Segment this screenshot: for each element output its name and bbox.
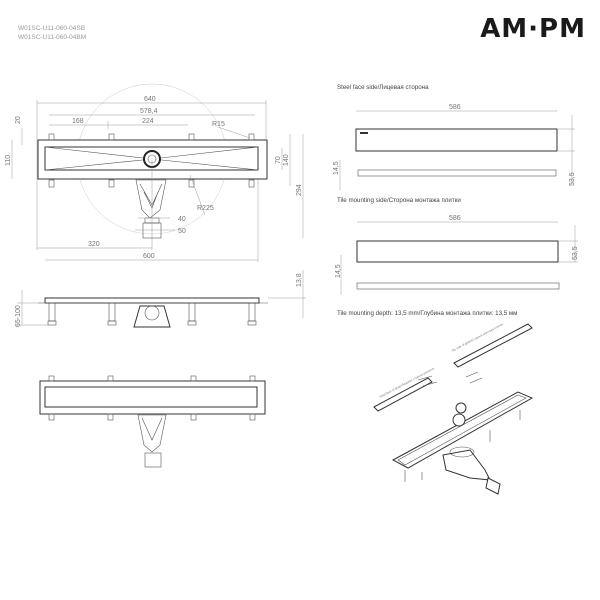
tile-side-caption: Tile mounting side/Сторона монтажа плитк… — [337, 197, 461, 204]
dim-outlet-outer: 50 — [178, 228, 186, 235]
dim-offset: 20 — [15, 116, 22, 124]
bottom-view — [39, 375, 266, 468]
steel-face-caption: Steel face side/Лицевая сторона — [337, 84, 429, 91]
grate-views: 586 586 14,5 14,5 53,5 53,5 — [333, 104, 579, 295]
dim-thickness-tile: 14,5 — [335, 264, 342, 278]
product-code: W01SC-U11-060-04BM — [18, 34, 87, 41]
dim-plate: 13,8 — [296, 273, 303, 287]
dim-radius-leg: R15 — [212, 121, 225, 128]
depth-caption: Tile mounting depth: 13,5 mm/Глубина мон… — [337, 310, 518, 317]
dim-width-tile: 53,5 — [572, 246, 579, 260]
dim-frame-width: 110 — [5, 155, 12, 166]
dim-inner-width: 70 — [275, 156, 282, 164]
dim-total-depth: 294 — [296, 184, 303, 196]
top-view: 640 578,4 168 224 R15 R225 40 50 320 600… — [5, 83, 304, 262]
dim-outlet-inner: 40 — [178, 216, 186, 223]
dim-channel: 600 — [143, 253, 155, 260]
dim-between-legs: 578,4 — [140, 108, 158, 115]
dim-overall: 640 — [144, 96, 156, 103]
dim-radius-swing: R225 — [197, 205, 214, 212]
dim-leg-spacing-a: 168 — [72, 118, 84, 125]
dim-grate-length-tile: 586 — [449, 215, 461, 222]
dim-leg-spacing-b: 224 — [142, 118, 154, 125]
product-codes: W01SC-U11-060-04SB W01SC-U11-060-04BM — [18, 24, 86, 42]
iso-label-tile-side: Tile side of grate/Сторона монтажа плитк… — [451, 322, 504, 353]
dim-grate-length: 586 — [449, 104, 461, 111]
product-code: W01SC-U11-060-04SB — [18, 25, 86, 32]
brand-logo: AM·PM — [480, 14, 586, 44]
side-view: 65-100 13,8 — [15, 270, 306, 328]
isometric-exploded-view: Tile side of grate/Сторона монтажа плитк… — [373, 322, 534, 495]
dim-leg-width: 140 — [283, 154, 290, 166]
dim-to-outlet: 320 — [88, 241, 100, 248]
dim-width: 53,5 — [569, 172, 576, 186]
dim-thickness: 14,5 — [333, 161, 340, 175]
dim-height-range: 65-100 — [15, 305, 22, 327]
